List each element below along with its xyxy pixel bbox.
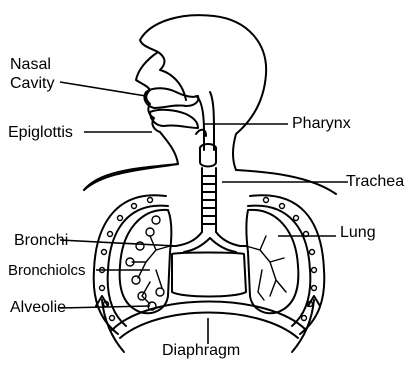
left-bronchiole-tree [126, 216, 170, 310]
trachea-rings [202, 176, 216, 224]
label-trachea: Trachea [346, 173, 404, 191]
label-lung: Lung [340, 224, 376, 242]
nasal-cavity-shape [144, 88, 198, 108]
pharynx-tube-back [210, 92, 214, 150]
label-bronchioles: Bronchiolcs [8, 262, 86, 280]
label-alveolie: Alveolie [10, 299, 66, 317]
leader-nasal-cavity [60, 82, 146, 96]
label-pharynx: Pharynx [292, 115, 351, 133]
face-profile [84, 52, 178, 190]
label-epiglottis: Epiglottis [8, 124, 73, 142]
leader-bronchi [60, 240, 176, 246]
oral-cavity-shape [150, 110, 198, 128]
label-nasal-line1: Nasal [10, 56, 51, 74]
bronchus-right [210, 232, 246, 252]
shoulder-left [84, 164, 178, 190]
right-bronchiole-tree [246, 236, 286, 300]
leader-alveolie [60, 306, 150, 308]
label-bronchi: Bronchi [14, 232, 68, 250]
label-diaphragm: Diaphragm [162, 342, 240, 360]
label-nasal-line2: Cavity [10, 75, 54, 93]
mediastinum [172, 253, 246, 297]
diaphragm-shape-lower [120, 313, 298, 339]
bronchus-left [170, 232, 210, 252]
